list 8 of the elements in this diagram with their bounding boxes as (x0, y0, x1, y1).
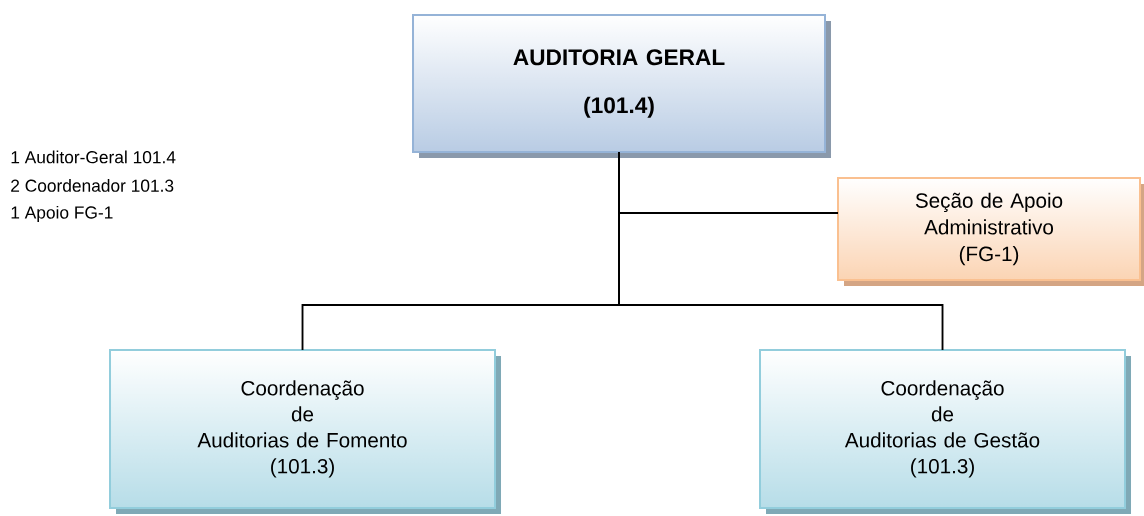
note-text: 1 Apoio FG-1 (11, 205, 113, 223)
org-box: AUDITORIA GERAL (101.4) (412, 14, 831, 158)
note-text: 1 Auditor-Geral 101.4 (11, 150, 176, 164)
org-box: Seção de Apoio Administrativo (FG-1) (837, 177, 1144, 286)
org-box: Coordenação de Auditorias de Fomento (101.3) (109, 349, 501, 514)
note-text: 2 Coordenador 101.3 (11, 179, 174, 192)
connector-line (618, 151, 944, 351)
org-box: Coordenação de Auditorias de Gestão (101.3) (759, 349, 1131, 514)
